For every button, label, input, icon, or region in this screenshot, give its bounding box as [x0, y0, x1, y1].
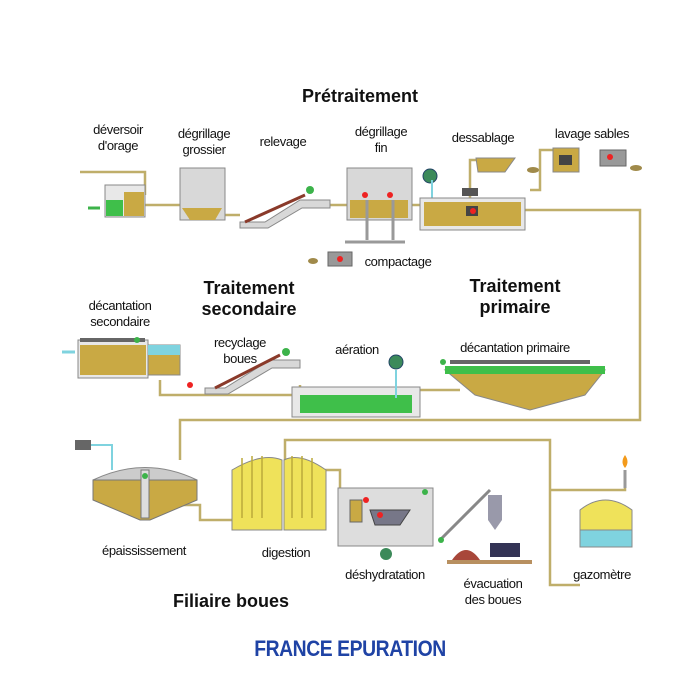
relevage-screw	[239, 186, 331, 229]
line: secondaire	[201, 299, 297, 319]
label-epaississement: épaississement	[102, 543, 186, 558]
section-title-boues: Filiaire boues	[172, 591, 290, 611]
evacuation-boues	[438, 488, 532, 564]
deshydratation-unit	[337, 487, 434, 560]
label-digestion: digestion	[261, 545, 311, 560]
label-deshydratation: déshydratation	[345, 567, 425, 582]
recyclage-boues-screw	[204, 348, 301, 395]
label-decantation-primaire: décantation primaire	[460, 340, 570, 355]
line: évacuation	[463, 576, 523, 591]
label-gazometre: gazomètre	[573, 567, 631, 582]
line: des boues	[464, 592, 522, 607]
aeration-basin	[291, 354, 421, 418]
gazometre-tank	[579, 455, 633, 548]
label-compactage: compactage	[364, 254, 432, 269]
decantation-secondaire-tank	[62, 337, 193, 388]
line: fin	[374, 140, 388, 155]
line: Traitement	[203, 278, 295, 298]
line: Traitement	[469, 276, 561, 296]
line: déversoir	[93, 122, 143, 137]
dessablage-tank	[419, 157, 539, 231]
line: dégrillage	[177, 126, 231, 141]
brand-logo-text: FRANCE EPURATION	[254, 636, 446, 661]
degrillage-grossier-unit	[179, 167, 226, 221]
digestion-tanks	[231, 456, 327, 531]
label-lavage-sables: lavage sables	[554, 126, 630, 141]
compactage-unit	[308, 251, 353, 267]
line: recyclage	[213, 335, 267, 350]
line: dégrillage	[354, 124, 408, 139]
deversoir-tank	[88, 184, 146, 218]
section-title-pretraitement: Prétraitement	[301, 86, 419, 106]
label-dessablage: dessablage	[451, 130, 515, 145]
line: primaire	[479, 297, 551, 317]
line: d'orage	[97, 138, 139, 153]
line: secondaire	[90, 314, 150, 329]
label-relevage: relevage	[259, 134, 307, 149]
line: décantation	[88, 298, 152, 313]
line: boues	[223, 351, 257, 366]
lavage-sables-unit	[552, 147, 642, 173]
decantation-primaire-tank	[440, 359, 607, 411]
line: grossier	[182, 142, 226, 157]
label-aeration: aération	[335, 342, 379, 357]
degrillage-fin-unit	[345, 167, 413, 244]
epaississement-tank	[75, 440, 198, 521]
